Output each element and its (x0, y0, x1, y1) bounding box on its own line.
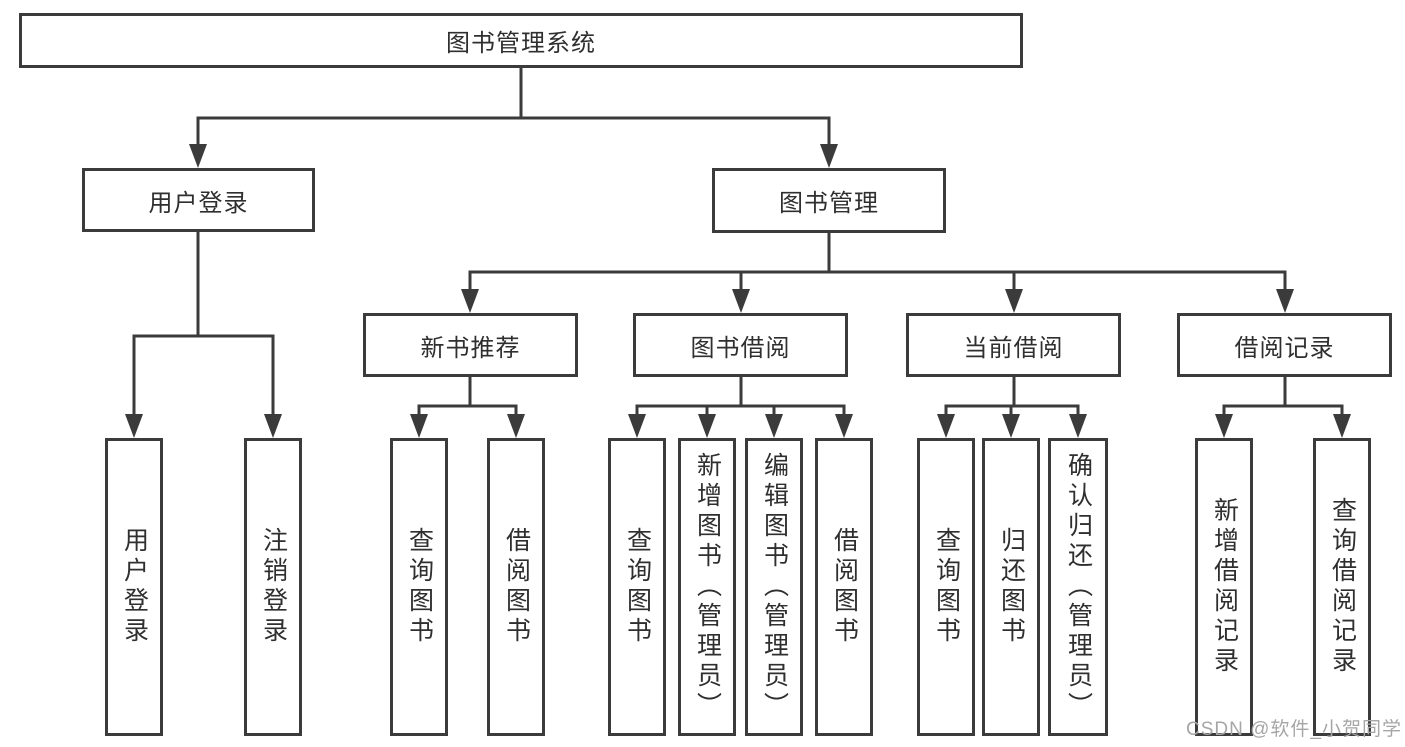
leaf-search-books-recommend: 查询图书 (390, 438, 448, 736)
arrowheads (125, 144, 1351, 438)
leaf-edit-books-admin: 编辑图书（管理员） (745, 438, 803, 736)
node-library-management-system: 图书管理系统 (19, 13, 1023, 68)
watermark: CSDN @软件_小贺同学 (1186, 719, 1402, 740)
leaf-add-borrow-record: 新增借阅记录 (1195, 438, 1253, 736)
leaf-logout: 注销登录 (244, 438, 302, 736)
node-new-book-recommendation: 新书推荐 (363, 313, 578, 377)
leaf-add-books-admin: 新增图书（管理员） (678, 438, 736, 736)
node-borrowing-records: 借阅记录 (1177, 313, 1392, 377)
leaf-search-books-current: 查询图书 (917, 438, 975, 736)
leaf-search-borrow-record: 查询借阅记录 (1313, 438, 1371, 736)
node-book-management: 图书管理 (712, 168, 946, 233)
leaf-confirm-return-admin: 确认归还（管理员） (1048, 438, 1108, 736)
node-user-login: 用户登录 (82, 168, 315, 232)
node-current-borrowing: 当前借阅 (906, 313, 1121, 377)
leaf-borrow-books-recommend: 借阅图书 (487, 438, 545, 736)
leaf-return-books: 归还图书 (982, 438, 1040, 736)
leaf-search-books-borrowing: 查询图书 (608, 438, 666, 736)
node-book-borrowing: 图书借阅 (633, 313, 848, 377)
leaf-borrow-books: 借阅图书 (815, 438, 873, 736)
leaf-user-login: 用户登录 (105, 438, 163, 736)
